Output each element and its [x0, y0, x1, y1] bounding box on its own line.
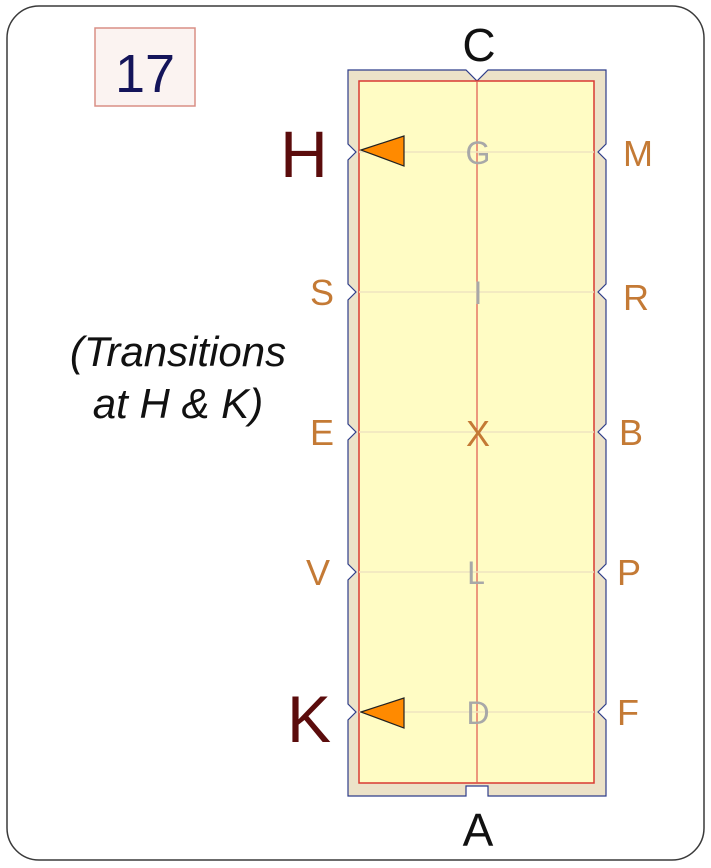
letter-s: S: [310, 272, 334, 313]
letter-a: A: [463, 804, 494, 856]
transitions-note-line2: at H & K): [93, 380, 263, 427]
letter-d: D: [466, 695, 489, 731]
letter-v: V: [306, 552, 330, 593]
letter-h: H: [280, 117, 328, 191]
letter-l: L: [467, 555, 485, 591]
letter-r: R: [623, 277, 649, 318]
letter-k: K: [287, 682, 331, 756]
letter-c: C: [462, 19, 495, 71]
arrow-icon-at-h: [359, 135, 405, 167]
letter-g: G: [466, 135, 491, 171]
pattern-number-box: [94, 27, 196, 107]
letter-b: B: [619, 412, 643, 453]
letter-e: E: [310, 412, 334, 453]
pattern-number: 17: [115, 44, 175, 104]
arrow-icon-at-k: [359, 697, 405, 729]
letter-x: X: [466, 413, 490, 454]
letter-i: I: [474, 275, 483, 311]
letter-f: F: [617, 692, 639, 733]
letter-p: P: [617, 552, 641, 593]
letter-m: M: [623, 133, 653, 174]
transitions-note-line1: (Transitions: [70, 328, 286, 375]
